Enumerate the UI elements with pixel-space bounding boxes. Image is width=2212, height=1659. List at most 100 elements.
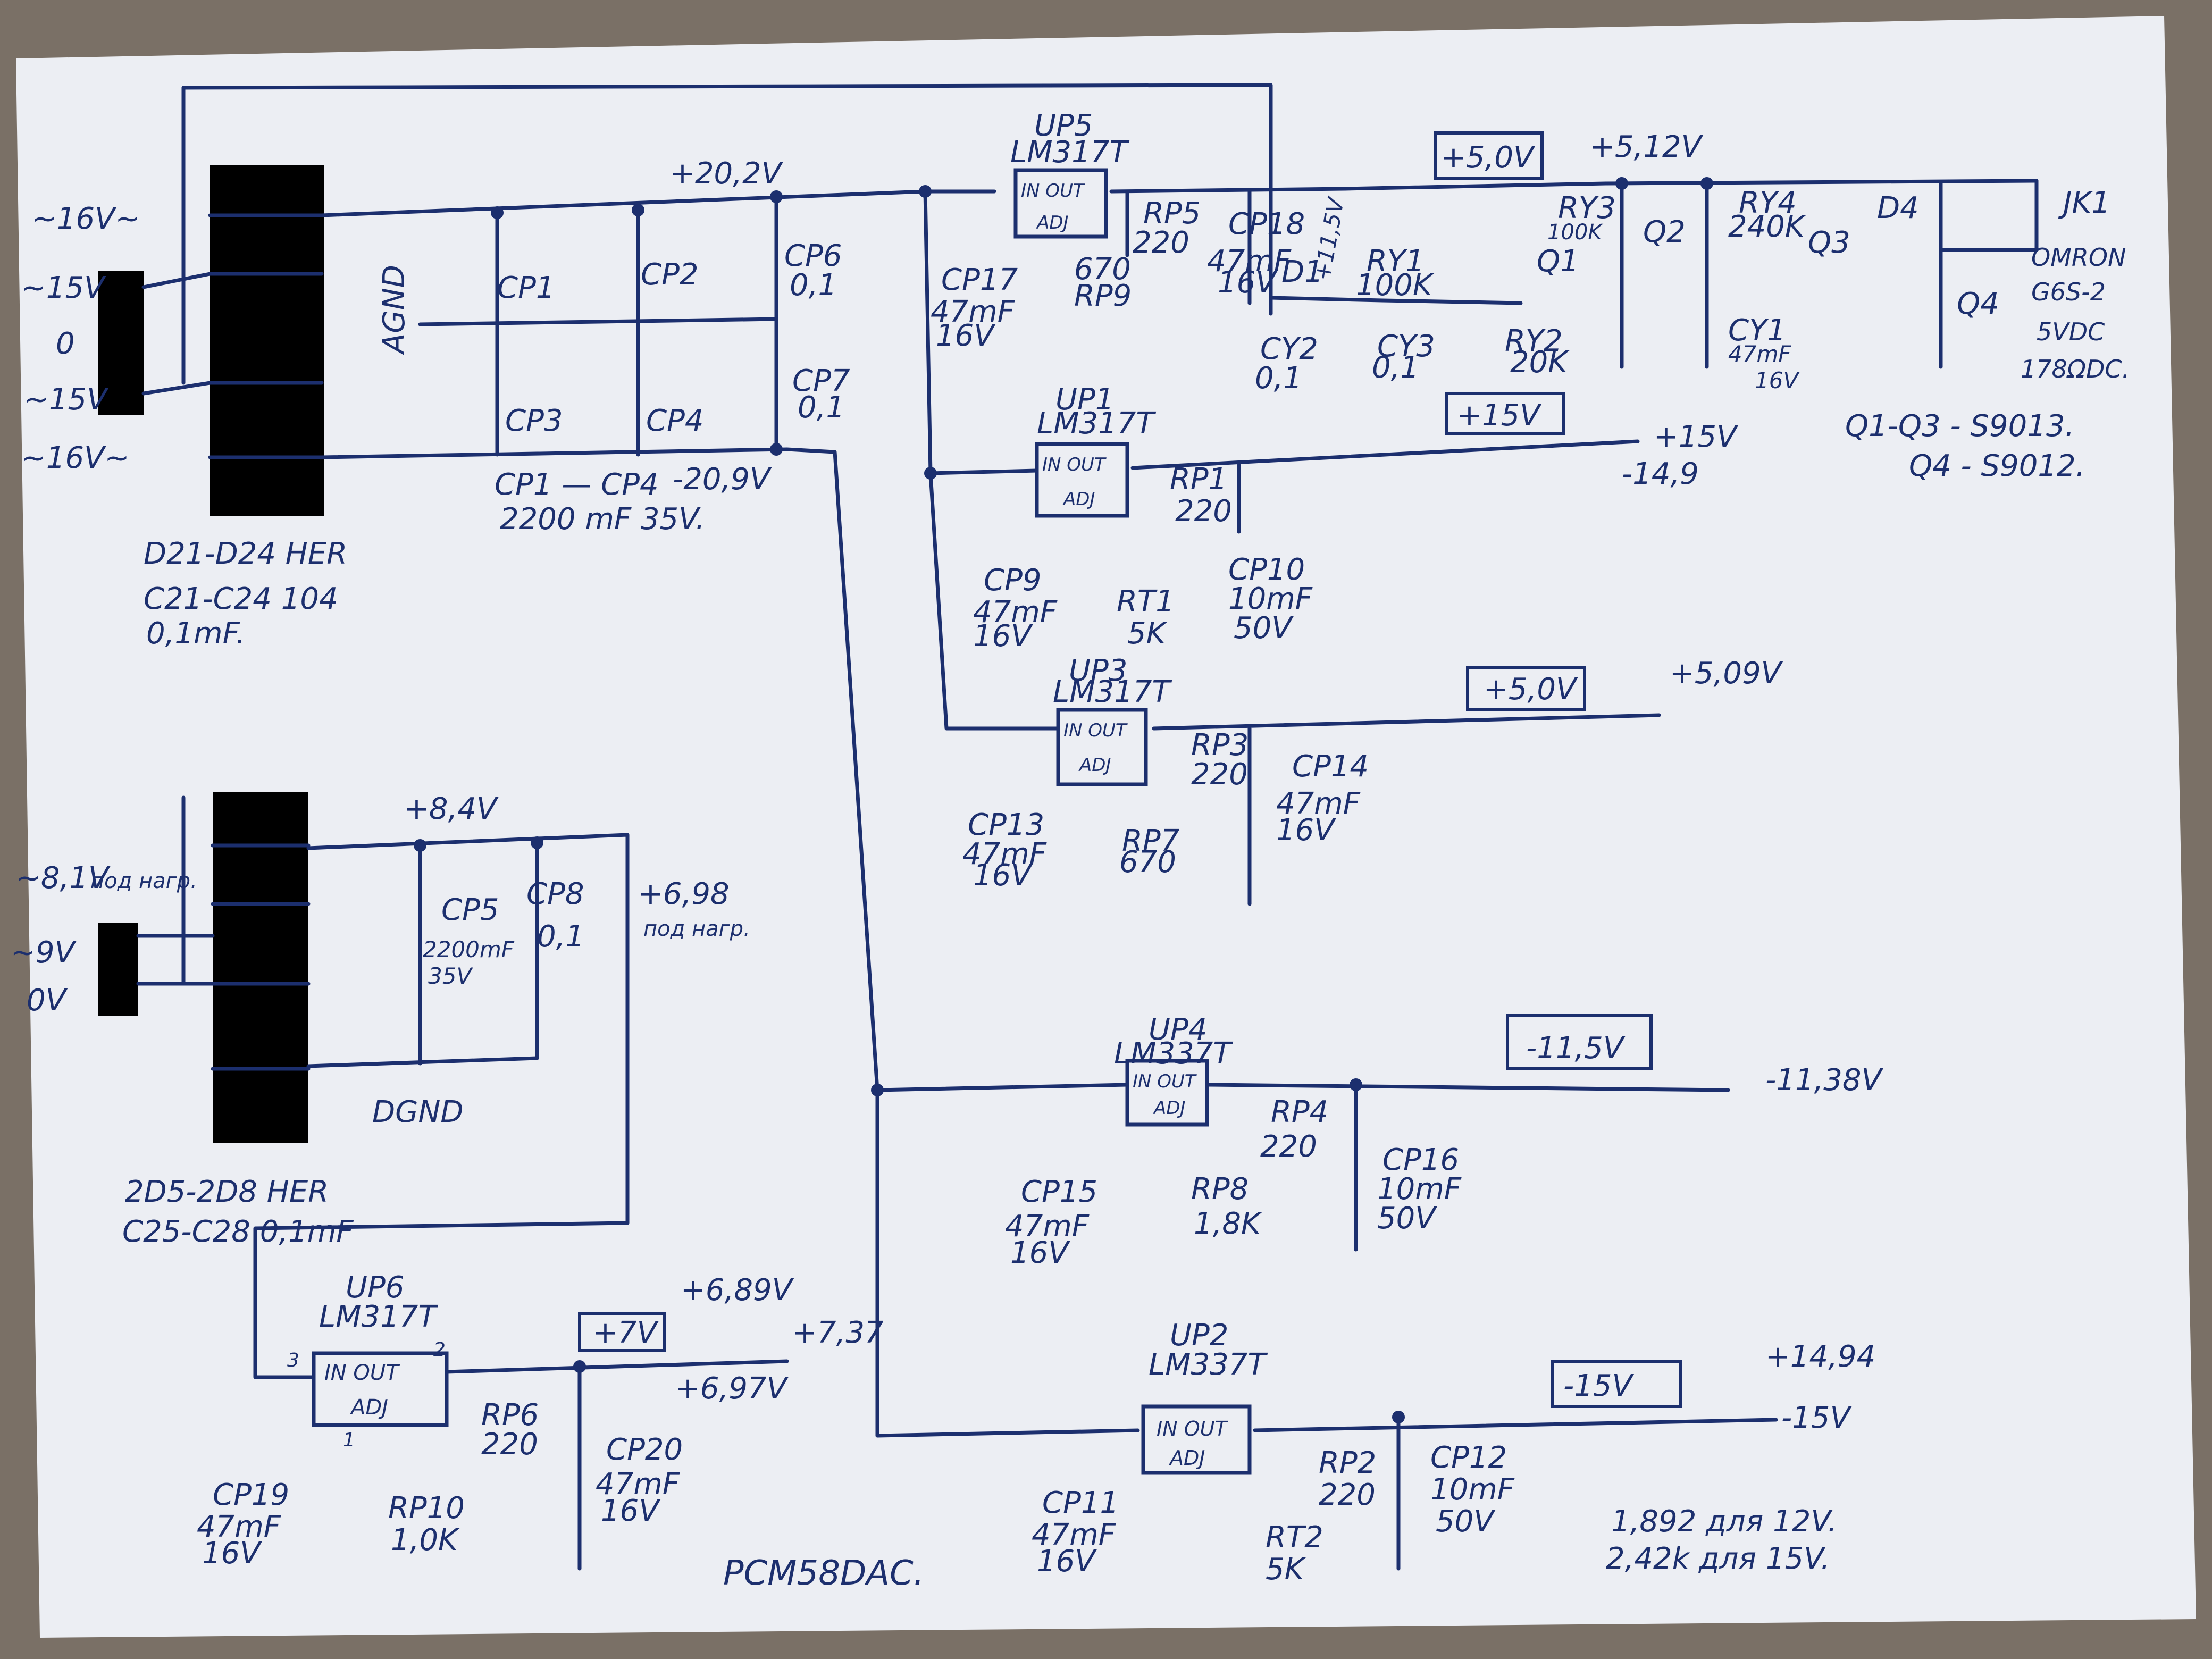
wiring [98, 83, 2039, 1571]
up6-id: UP6 [346, 1270, 404, 1305]
ac-pin2-label: 0 [56, 326, 75, 361]
up4-target-box [1506, 1014, 1653, 1070]
up2-cap-a-volt: 16V [1037, 1544, 1097, 1579]
transistor-note-2: Q4 - S9012. [1909, 449, 2085, 483]
junctions [414, 177, 1713, 1423]
up3-measured: +5,09V [1670, 656, 1783, 691]
cp5-volt: 35V [428, 963, 473, 989]
up1-pins: IN OUT [1042, 454, 1107, 475]
up5-r-val: 220 [1133, 225, 1189, 260]
digital-loaded-note: под нагр. [643, 917, 750, 941]
q3-label: Q3 [1808, 225, 1850, 260]
up6-cap-a-val: 47mF [197, 1510, 281, 1544]
up6-pin1: 1 [343, 1429, 355, 1451]
paper [16, 16, 2196, 1638]
up3-target-box [1466, 666, 1586, 711]
up6-target-box [578, 1312, 666, 1352]
up4-resistor: RP4 [1271, 1095, 1328, 1129]
up2-target: -15V [1563, 1369, 1634, 1403]
up6-adj-val: 1,0K [391, 1523, 460, 1557]
up4-target: -11,5V [1526, 1031, 1626, 1066]
ry3-value: 100K [1547, 220, 1603, 245]
up4-cap-b-val: 10mF [1377, 1172, 1462, 1206]
cy2-value: 0,1 [1255, 361, 1302, 396]
ac-lower-label: ~16V~ [21, 441, 129, 475]
up4-body [1125, 1059, 1209, 1127]
up3-cap-a-volt: 16V [973, 858, 1033, 893]
up2-type: LM337T [1149, 1347, 1268, 1382]
relay-note-1: OMRON [2031, 243, 2126, 272]
up2-cap-b-volt: 50V [1436, 1504, 1496, 1539]
up6-cap-a-volt: 16V [202, 1536, 262, 1571]
up6-r-val: 220 [481, 1427, 538, 1462]
cy3-value: 0,1 [1372, 350, 1419, 385]
up3-adj-val: 670 [1119, 845, 1176, 879]
up6-cap-b-val: 47mF [596, 1467, 680, 1502]
up1-r-val: 220 [1175, 494, 1232, 529]
up3-body [1056, 708, 1148, 786]
digital-pin1: ~9V [11, 935, 77, 970]
digital-in-label: ~8,1V [16, 861, 111, 895]
up2-cap-b: CP12 [1430, 1440, 1507, 1475]
up3-pins: IN OUT [1063, 720, 1128, 741]
up6-adj-r: RP10 [388, 1491, 465, 1526]
cy1-volt: 16V [1755, 367, 1800, 393]
up6-measured: +6,89V [681, 1273, 794, 1308]
up1-target: +15V [1457, 398, 1542, 433]
cp3-label: CP3 [505, 404, 563, 438]
cy2-label: CY2 [1260, 332, 1318, 366]
ac-pin3-label: ~15V [24, 382, 109, 417]
up3-adj: ADJ [1078, 755, 1111, 776]
bridge2-note-1: 2D5-2D8 HER [125, 1175, 329, 1209]
up3-id: UP3 [1069, 653, 1127, 688]
ry3-label: RY3 [1558, 191, 1616, 225]
up5-cap-b-val: 47mF [1207, 244, 1292, 279]
bridge-note-1: D21-D24 HER [144, 537, 347, 571]
up1-cap-b-val: 10mF [1228, 582, 1313, 616]
jk1-label: JK1 [2058, 186, 2110, 220]
up6-cap-a: CP19 [213, 1478, 289, 1512]
up2-adj: ADJ [1168, 1446, 1205, 1470]
up1-cap-a-volt: 16V [973, 619, 1033, 653]
up1-measured: +15V [1654, 420, 1739, 454]
up3-adj-r: RP7 [1122, 824, 1180, 858]
up2-pins: IN OUT [1157, 1417, 1228, 1440]
ry4-label: RY4 [1739, 186, 1797, 220]
q1-label: Q1 [1537, 244, 1579, 279]
up6-target: +7V [593, 1316, 659, 1350]
up5-pins: IN OUT [1021, 180, 1085, 202]
up5-adj-r: RP9 [1074, 279, 1132, 313]
ac-upper-label: ~16V~ [32, 202, 140, 236]
up1-resistor: RP1 [1170, 462, 1227, 497]
up1-body [1035, 442, 1129, 518]
up6-adj: ADJ [349, 1395, 388, 1420]
up1-measured2: -14,9 [1622, 457, 1699, 491]
cy1-label: CY1 [1728, 313, 1786, 348]
up6-cap-b: CP20 [606, 1432, 683, 1467]
footnote-2: 2,42k для 15V. [1606, 1541, 1830, 1576]
cp5-value: 2200mF [423, 936, 515, 962]
up5-cap-b-volt: 16V [1218, 265, 1278, 300]
up3-cap-b: CP14 [1292, 749, 1369, 784]
up1-cap-a-val: 47mF [973, 595, 1058, 630]
cp5-label: CP5 [441, 893, 499, 927]
up1-cap-b-volt: 50V [1234, 611, 1294, 646]
up6-pin3: 3 [287, 1350, 299, 1371]
up4-cap-a: CP15 [1021, 1175, 1097, 1209]
up4-cap-b: CP16 [1382, 1143, 1459, 1177]
up2-cap-a: CP11 [1042, 1486, 1119, 1520]
cp8-label: CP8 [526, 877, 584, 911]
up5-cap-a-val: 47mF [931, 295, 1015, 329]
up6-measured2: +6,97V [675, 1371, 789, 1406]
up3-type: LM317T [1053, 675, 1172, 709]
up4-pins: IN OUT [1133, 1071, 1197, 1092]
up4-r-val: 220 [1260, 1129, 1317, 1164]
bridge-note-2: C21-C24 104 [144, 582, 338, 616]
up6-pin2: 2 [433, 1339, 446, 1361]
up5-measured: +5,12V [1590, 130, 1704, 164]
rail-positive-raw: +20,2V [670, 156, 784, 191]
q2-label: Q2 [1643, 215, 1686, 249]
up2-cap-a-val: 47mF [1032, 1518, 1116, 1552]
up6-resistor: RP6 [481, 1398, 539, 1432]
up3-cap-b-val: 47mF [1276, 786, 1361, 821]
